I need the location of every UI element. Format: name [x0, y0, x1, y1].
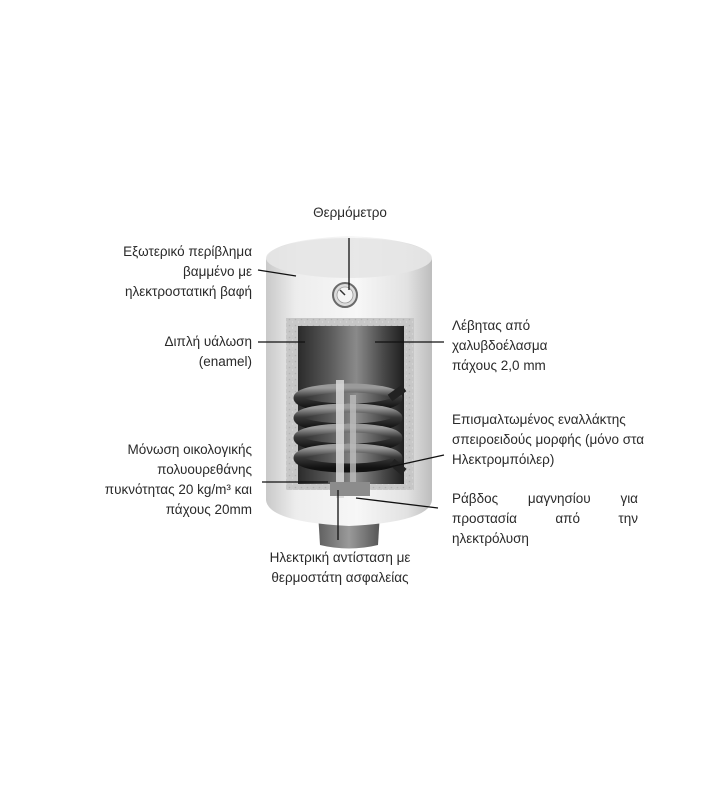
label-magnesium-rod: Ράβδος μαγνησίου για προστασία από την η…: [452, 491, 638, 546]
leader-heat-exchanger: [384, 454, 445, 469]
leader-outer-casing: [257, 269, 297, 277]
thermometer-gauge: [332, 282, 358, 308]
label-steel-tank: Λέβητας από χαλυβδοέλασμα πάχους 2,0 mm: [452, 318, 548, 373]
label-double-enamel: Διπλή υάλωση (enamel): [164, 334, 252, 369]
label-insulation: Μόνωση οικολογικής πολυουρεθάνης πυκνότη…: [104, 442, 252, 517]
leader-magnesium-rod: [355, 497, 439, 509]
label-outer-casing: Εξωτερικό περίβλημα βαμμένο με ηλεκτροστ…: [123, 244, 252, 299]
heat-exchanger-coil: [293, 383, 407, 476]
label-heat-exchanger: Επισμαλτωμένος εναλλάκτης σπειροειδούς μ…: [452, 412, 645, 467]
label-heating-element: Ηλεκτρική αντίσταση με θερμοστάτη ασφαλε…: [269, 550, 411, 585]
leader-lines: [257, 238, 445, 540]
heating-element-rod: [330, 380, 370, 498]
label-thermometer: Θερμόμετρο: [313, 205, 387, 220]
